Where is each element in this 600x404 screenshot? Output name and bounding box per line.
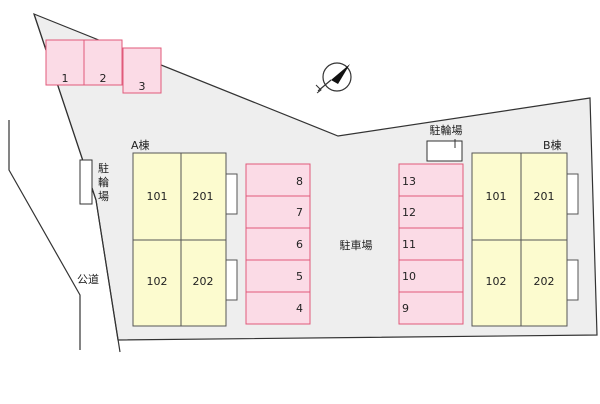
space-label: 4 (296, 302, 303, 315)
parking-space (398, 195, 464, 229)
road-edge-left (8, 120, 81, 350)
space-label: 11 (402, 238, 416, 251)
parking-space (398, 259, 464, 293)
space-label: 8 (296, 175, 303, 188)
space-label: 3 (139, 80, 146, 93)
space-label: 12 (402, 206, 416, 219)
parking-space (83, 39, 123, 86)
bicycle-parking-label: 駐輪場 (430, 123, 463, 137)
space-label: 10 (402, 270, 416, 283)
unit-label: 202 (534, 275, 555, 288)
unit-label: 202 (193, 275, 214, 288)
parking-space (245, 291, 311, 325)
parking-space (398, 163, 464, 197)
building-a: A棟 101 201 102 202 (131, 138, 238, 327)
parking-lot-label: 駐車場 (340, 238, 373, 252)
bicycle-parking-top: 駐輪場 (426, 123, 463, 162)
space-label: 6 (296, 238, 303, 251)
unit-label: 201 (193, 190, 214, 203)
road-label: 公道 (77, 272, 99, 286)
space-label: 7 (296, 206, 303, 219)
parking-column-right: 13 12 11 10 9 (398, 163, 464, 325)
parking-space (245, 259, 311, 293)
space-label: 13 (402, 175, 416, 188)
parking-space (398, 227, 464, 261)
bicycle-parking-vertical-label: 駐 輪 場 (98, 161, 113, 203)
unit-label: 101 (147, 190, 168, 203)
space-label: 2 (100, 72, 107, 85)
parking-space (245, 227, 311, 261)
space-label: 5 (296, 270, 303, 283)
parking-space (45, 39, 85, 86)
unit-label: 201 (534, 190, 555, 203)
parking-space (245, 163, 311, 197)
unit-label: 102 (486, 275, 507, 288)
building-a-label: A棟 (131, 138, 150, 152)
parking-space (122, 47, 162, 94)
parking-column-left: 8 7 6 5 4 (245, 163, 311, 325)
building-b: B棟 101 201 102 202 (471, 138, 579, 327)
unit-label: 101 (486, 190, 507, 203)
building-b-label: B棟 (543, 138, 562, 152)
unit-label: 102 (147, 275, 168, 288)
space-label: 9 (402, 302, 409, 315)
north-arrow-icon (315, 62, 352, 94)
top-left-parking-group: 1 2 3 (45, 39, 162, 94)
parking-space (398, 291, 464, 325)
bicycle-parking-left: 駐 輪 場 (79, 159, 113, 205)
space-label: 1 (62, 72, 69, 85)
